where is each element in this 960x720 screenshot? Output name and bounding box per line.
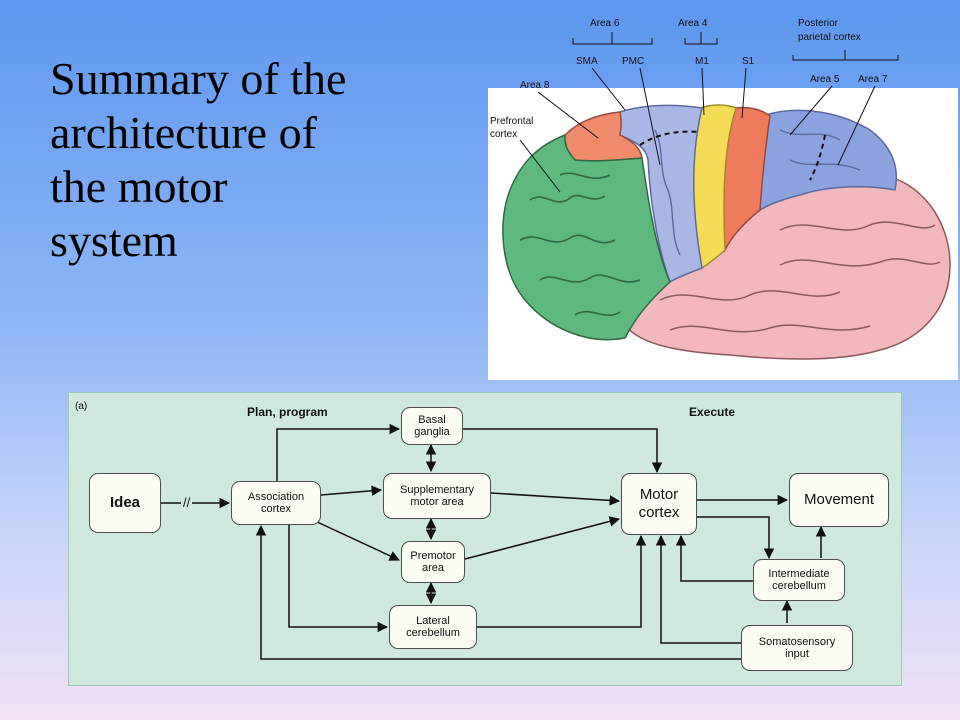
execute-header: Execute	[689, 405, 736, 419]
arrow-sma-motor	[490, 492, 621, 506]
label-s1: S1	[742, 56, 755, 67]
panel-label: (a)	[75, 401, 88, 412]
label-posterior: Posterior	[798, 18, 839, 29]
dashed-boundary-parietal	[809, 134, 826, 181]
somatosensory-input-label: Somatosensory input	[758, 636, 836, 660]
parietal-region	[759, 109, 897, 212]
arrow-motor-intermediate	[697, 516, 775, 560]
arrow-association-premotor	[314, 520, 400, 561]
arrow-intermediate-motor	[675, 534, 753, 582]
label-area8: Area 8	[520, 80, 550, 91]
arrow-somatosensory-motor	[655, 534, 741, 644]
label-m1: M1	[695, 56, 709, 67]
arrow-association-sma	[320, 485, 383, 497]
supplementary-motor-area-box: Supplementary motor area	[383, 473, 491, 519]
motor-cortex-box: Motor cortex	[621, 473, 697, 535]
title-line-3: the motor	[50, 161, 228, 212]
lateral-cerebellum-label: Lateral cerebellum	[406, 615, 460, 639]
area6-region	[619, 104, 703, 284]
temporal-gyri	[659, 221, 941, 333]
basal-ganglia-label: Basal ganglia	[414, 414, 450, 438]
brain-svg: Area 6 Area 4 Posterior parietal cortex …	[488, 18, 958, 380]
plan-program-header: Plan, program	[247, 405, 328, 419]
supplementary-motor-area-label: Supplementary motor area	[400, 484, 474, 508]
arrow-lateral-motor	[477, 534, 647, 628]
association-cortex-label: Association cortex	[247, 491, 305, 515]
lateral-cerebellum-box: Lateral cerebellum	[389, 605, 477, 649]
title-line-2: architecture of	[50, 107, 317, 158]
premotor-area-box: Premotor area	[401, 541, 465, 583]
movement-box: Movement	[789, 473, 889, 527]
label-sma: SMA	[576, 56, 598, 67]
basal-ganglia-box: Basal ganglia	[401, 407, 463, 445]
arrow-basal-motor	[463, 428, 663, 474]
association-cortex-box: Association cortex	[231, 481, 321, 525]
label-pmc: PMC	[622, 56, 644, 67]
label-area5: Area 5	[810, 74, 840, 85]
premotor-area-label: Premotor area	[410, 550, 456, 574]
label-area4: Area 4	[678, 18, 708, 29]
dashed-boundary-frontal	[639, 130, 701, 146]
movement-label: Movement	[803, 491, 875, 508]
arrow-premotor-motor	[464, 516, 621, 560]
slide-title: Summary of the architecture of the motor…	[50, 52, 450, 268]
label-prefrontal-cortex: cortex	[490, 129, 517, 140]
label-prefrontal: Prefrontal	[490, 116, 533, 127]
arrow-somatosensory-association	[255, 524, 741, 660]
label-area6: Area 6	[590, 18, 620, 29]
arrow-association-lateral	[288, 525, 389, 633]
idea-box: Idea	[89, 473, 161, 533]
break-mark: //	[181, 495, 193, 510]
brain-illustration: Area 6 Area 4 Posterior parietal cortex …	[480, 0, 960, 380]
arrow-association-basal	[276, 423, 401, 481]
idea-label: Idea	[109, 494, 140, 511]
label-parietal-cortex: parietal cortex	[798, 32, 861, 43]
somatosensory-input-box: Somatosensory input	[741, 625, 853, 671]
area6-gyri	[654, 129, 861, 256]
intermediate-cerebellum-box: Intermediate cerebellum	[753, 559, 845, 601]
motor-cortex-label: Motor cortex	[638, 486, 680, 521]
brain-leader-lines	[519, 32, 899, 193]
intermediate-cerebellum-label: Intermediate cerebellum	[768, 568, 830, 592]
title-line-1: Summary of the	[50, 53, 347, 104]
prefrontal-gyri	[519, 172, 641, 317]
motor-system-diagram: (a) Plan, program Execute // Idea Associ…	[68, 392, 902, 686]
label-area7: Area 7	[858, 74, 888, 85]
diagram-arrows	[161, 423, 827, 660]
title-line-4: system	[50, 215, 178, 266]
